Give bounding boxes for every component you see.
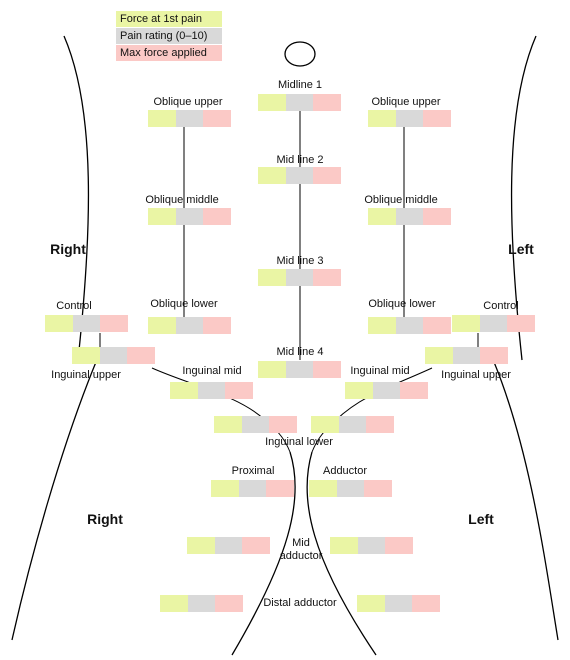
side-label-left-lower: Left <box>468 511 494 527</box>
legend-force: Force at 1st pain <box>116 11 222 27</box>
measure-distal-adductor-right <box>160 595 244 612</box>
measure-oblique-lower-right <box>148 317 232 334</box>
label-oblique-upper-left: Oblique upper <box>371 96 441 108</box>
measure-mid-adductor-left <box>330 537 414 554</box>
label-midline-1: Midline 1 <box>277 79 323 91</box>
legend: Force at 1st pain Pain rating (0–10) Max… <box>116 11 222 62</box>
label-inguinal-mid-left: Inguinal mid <box>350 365 410 377</box>
side-label-right-lower: Right <box>87 511 123 527</box>
label-inguinal-upper-right: Inguinal upper <box>51 369 121 381</box>
leg-outline-left <box>493 361 559 641</box>
torso-outline-right <box>63 35 90 361</box>
measure-inguinal-lower-right <box>214 416 298 433</box>
label-adductor: Adductor <box>322 465 368 477</box>
measure-proximal <box>211 480 295 497</box>
label-midline-4: Mid line 4 <box>276 346 324 358</box>
side-label-right-upper: Right <box>50 241 86 257</box>
inner-thigh-line-right <box>231 451 296 656</box>
measure-oblique-middle-left <box>368 208 452 225</box>
measure-oblique-middle-right <box>148 208 232 225</box>
measure-distal-adductor-left <box>357 595 441 612</box>
torso-outline-left <box>510 35 537 361</box>
label-inguinal-lower: Inguinal lower <box>265 436 333 448</box>
legend-pain: Pain rating (0–10) <box>116 28 222 44</box>
label-oblique-lower-right: Oblique lower <box>150 298 218 310</box>
measure-inguinal-upper-right <box>72 347 156 364</box>
measure-inguinal-mid-right <box>170 382 254 399</box>
leg-outline-right <box>11 361 97 641</box>
measure-oblique-upper-right <box>148 110 232 127</box>
label-control-left: Control <box>483 300 519 312</box>
legend-max: Max force applied <box>116 45 222 61</box>
side-label-left-upper: Left <box>508 241 534 257</box>
label-midline-2: Mid line 2 <box>276 154 324 166</box>
label-distal-adductor: Distal adductor <box>263 597 337 609</box>
label-oblique-middle-left: Oblique middle <box>364 194 438 206</box>
measure-midline-4 <box>258 361 342 378</box>
measure-oblique-lower-left <box>368 317 452 334</box>
inner-thigh-line-left <box>306 451 377 656</box>
label-oblique-lower-left: Oblique lower <box>368 298 436 310</box>
label-midline-3: Mid line 3 <box>276 255 324 267</box>
navel-icon <box>284 41 316 67</box>
measure-control-left <box>452 315 536 332</box>
label-mid-adductor: Mid adductor <box>279 537 323 562</box>
measure-control-right <box>45 315 129 332</box>
measure-adductor <box>309 480 393 497</box>
measure-inguinal-upper-left <box>425 347 509 364</box>
measure-midline-1 <box>258 94 342 111</box>
label-inguinal-upper-left: Inguinal upper <box>441 369 511 381</box>
measure-oblique-upper-left <box>368 110 452 127</box>
label-oblique-upper-right: Oblique upper <box>153 96 223 108</box>
measure-inguinal-mid-left <box>345 382 429 399</box>
measure-midline-2 <box>258 167 342 184</box>
measure-inguinal-lower-left <box>311 416 395 433</box>
measure-mid-adductor-right <box>187 537 271 554</box>
label-control-right: Control <box>56 300 92 312</box>
label-proximal: Proximal <box>231 465 275 477</box>
label-inguinal-mid-right: Inguinal mid <box>182 365 242 377</box>
measure-midline-3 <box>258 269 342 286</box>
label-oblique-middle-right: Oblique middle <box>145 194 219 206</box>
